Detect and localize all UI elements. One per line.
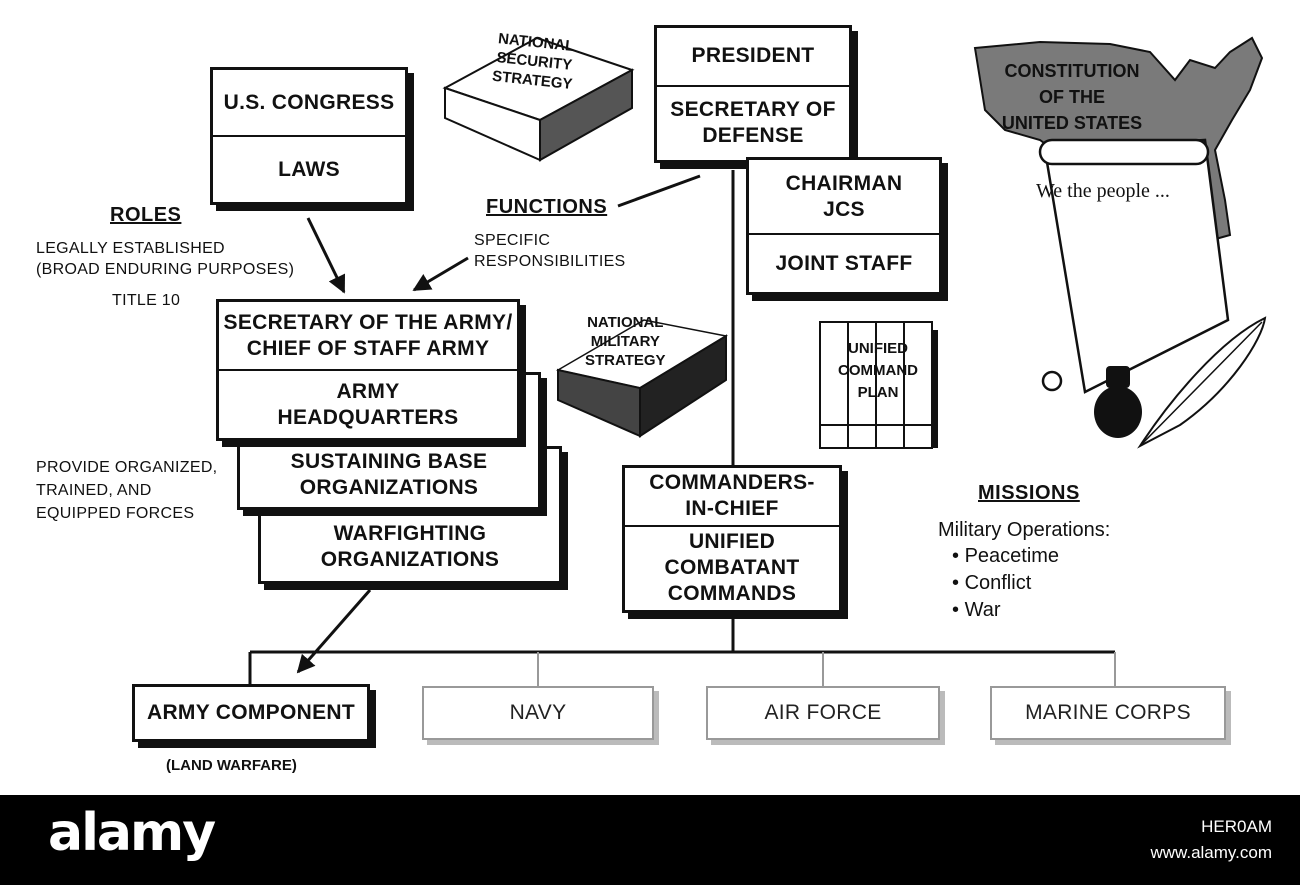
alamy-logo: alamy (48, 803, 216, 863)
arrow-laws-to-secarmy (306, 217, 346, 294)
army-component-label: ARMY COMPONENT (147, 701, 355, 724)
sustaining-base-label: SUSTAINING BASE ORGANIZATIONS (290, 450, 488, 499)
stock-footer-bar: alamy HER0AM www.alamy.com (0, 795, 1300, 885)
mission-item-peacetime: Peacetime (952, 543, 1060, 570)
roles-text: LEGALLY ESTABLISHED (BROAD ENDURING PURP… (36, 240, 295, 278)
chairman-jcs-label: CHAIRMAN JCS (785, 171, 903, 221)
title-10-text: TITLE 10 (112, 292, 181, 309)
navy-label: NAVY (509, 701, 567, 724)
marine-corps-label: MARINE CORPS (1025, 701, 1191, 724)
mission-item-conflict: Conflict (952, 570, 1032, 597)
arrow-functions-to-secarmy (412, 256, 469, 292)
secretary-of-the-army-label: SECRETARY OF THE ARMY/ CHIEF OF STAFF AR… (223, 310, 513, 360)
image-id-text: HER0AM (1201, 817, 1272, 836)
president-box: PRESIDENT SECRETARY OF DEFENSE (654, 25, 852, 163)
national-security-strategy-label: NATIONAL SECURITY STRATEGY (491, 30, 576, 94)
secretary-of-defense-label: SECRETARY OF DEFENSE (657, 84, 849, 160)
roles-heading: ROLES (110, 204, 182, 226)
president-label: PRESIDENT (691, 44, 815, 68)
army-component-box: ARMY COMPONENT (132, 684, 370, 742)
jcs-box: CHAIRMAN JCS JOINT STAFF (746, 157, 942, 295)
missions-intro: Military Operations: (938, 519, 1111, 541)
unified-command-plan-label: UNIFIED COMMAND PLAN (838, 340, 918, 401)
unified-combatant-commands-label: UNIFIED COMBATANT COMMANDS (625, 524, 839, 610)
provide-forces-text: PROVIDE ORGANIZED, TRAINED, AND EQUIPPED… (36, 459, 218, 522)
congress-label: U.S. CONGRESS (223, 90, 395, 114)
warfighting-organizations-label: WARFIGHTING ORGANIZATIONS (320, 522, 500, 571)
mission-item-war: War (952, 597, 1001, 624)
secretary-of-the-army-box: SECRETARY OF THE ARMY/ CHIEF OF STAFF AR… (216, 299, 520, 441)
missions-heading: MISSIONS (978, 482, 1080, 504)
marine-corps-box: MARINE CORPS (990, 686, 1226, 740)
laws-label: LAWS (213, 135, 405, 202)
land-warfare-note: (LAND WARFARE) (166, 757, 297, 774)
cinc-box: COMMANDERS- IN-CHIEF UNIFIED COMBATANT C… (622, 465, 842, 613)
commanders-in-chief-label: COMMANDERS- IN-CHIEF (649, 471, 815, 521)
army-headquarters-label: ARMY HEADQUARTERS (219, 369, 517, 438)
air-force-label: AIR FORCE (764, 701, 882, 724)
constitution-scroll-icon (1038, 138, 1230, 394)
functions-text: SPECIFIC RESPONSIBILITIES (474, 232, 626, 270)
air-force-box: AIR FORCE (706, 686, 940, 740)
joint-staff-label: JOINT STAFF (749, 233, 939, 292)
navy-box: NAVY (422, 686, 654, 740)
congress-box: U.S. CONGRESS LAWS (210, 67, 408, 205)
army-organization-diagram: U.S. CONGRESS LAWS PRESIDENT SECRETARY O… (0, 0, 1300, 795)
arrow-warfighting-to-component (296, 589, 372, 674)
line-functions-to-secdef (617, 174, 701, 208)
national-military-strategy-label: NATIONAL MILITARY STRATEGY (585, 314, 666, 369)
inkwell-icon (1094, 366, 1142, 438)
functions-heading: FUNCTIONS (486, 196, 608, 218)
constitution-title: CONSTITUTION OF THE UNITED STATES (1001, 61, 1143, 133)
footer-url-text: www.alamy.com (1150, 843, 1272, 862)
preamble-text: We the people ... (1036, 180, 1170, 202)
quill-pen-icon (1137, 316, 1267, 449)
